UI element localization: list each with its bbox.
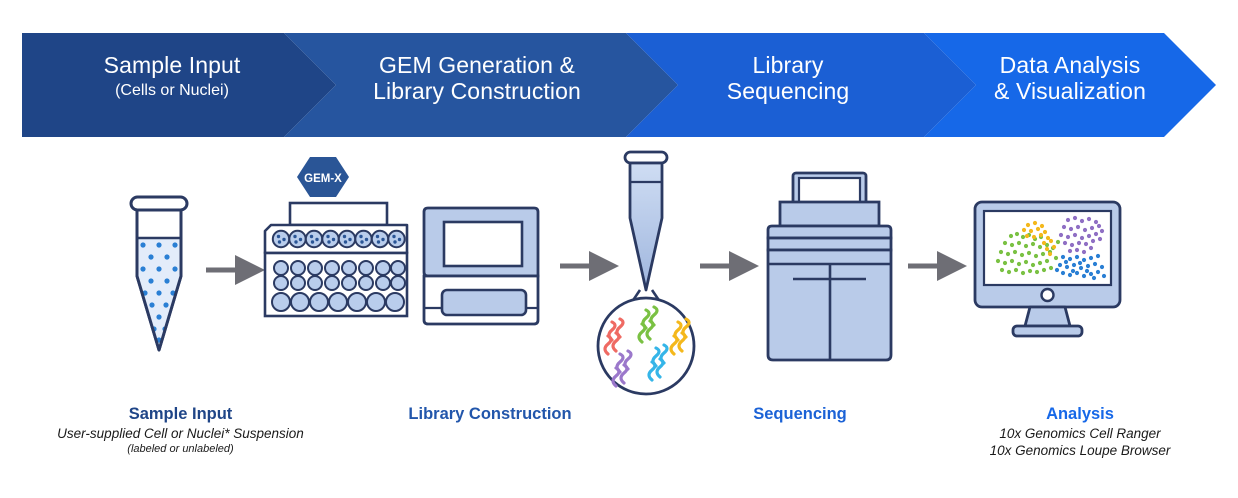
- chip-lower-wells: [271, 292, 405, 312]
- caption-2-title: Sequencing: [753, 405, 847, 423]
- caption-3-title: Analysis: [1046, 405, 1114, 423]
- gem-x-badge-text: GEM-X: [304, 173, 342, 185]
- sequencer-icon: [766, 171, 893, 362]
- banner-chevron-0[interactable]: [22, 33, 336, 137]
- caption-sequencing: Sequencing: [640, 404, 960, 425]
- cluster-scatter-points: [995, 215, 1107, 281]
- caption-1-title: Library Construction: [408, 405, 572, 423]
- dna-strands: [603, 305, 691, 388]
- icons-svg: GEM-X: [129, 150, 1122, 396]
- banner-chevron-3[interactable]: [924, 33, 1216, 137]
- caption-library-construction: Library Construction: [320, 404, 660, 425]
- chip-middle-wells: [273, 260, 406, 291]
- chromium-instrument-icon: [422, 206, 540, 326]
- caption-3-line2: 10x Genomics Loupe Browser: [989, 443, 1171, 459]
- microfluidic-chip-icon: [263, 201, 409, 318]
- monitor-cluster-plot-icon: [973, 200, 1122, 338]
- banner-chevrons: [22, 33, 1216, 137]
- gem-x-badge: GEM-X: [297, 157, 349, 197]
- library-tube-magnifier-icon: [596, 150, 696, 396]
- workflow-icons: GEM-X: [0, 140, 1238, 405]
- caption-3-line1: 10x Genomics Cell Ranger: [999, 425, 1161, 441]
- caption-0-line2: (labeled or unlabeled): [127, 443, 234, 456]
- workflow-captions: Sample Input User-supplied Cell or Nucle…: [0, 404, 1238, 496]
- sample-tube-icon: [129, 195, 189, 352]
- workflow-banner: Sample Input (Cells or Nuclei) GEM Gener…: [22, 33, 1216, 137]
- banner-chevron-2[interactable]: [626, 33, 976, 137]
- caption-analysis: Analysis 10x Genomics Cell Ranger 10x Ge…: [930, 404, 1230, 460]
- banner-chevron-1[interactable]: [284, 33, 678, 137]
- chip-upper-wells: [271, 229, 406, 249]
- caption-0-title: Sample Input: [128, 405, 233, 423]
- caption-0-line1: User-supplied Cell or Nuclei* Suspension: [57, 425, 304, 441]
- caption-sample-input: Sample Input User-supplied Cell or Nucle…: [8, 404, 353, 456]
